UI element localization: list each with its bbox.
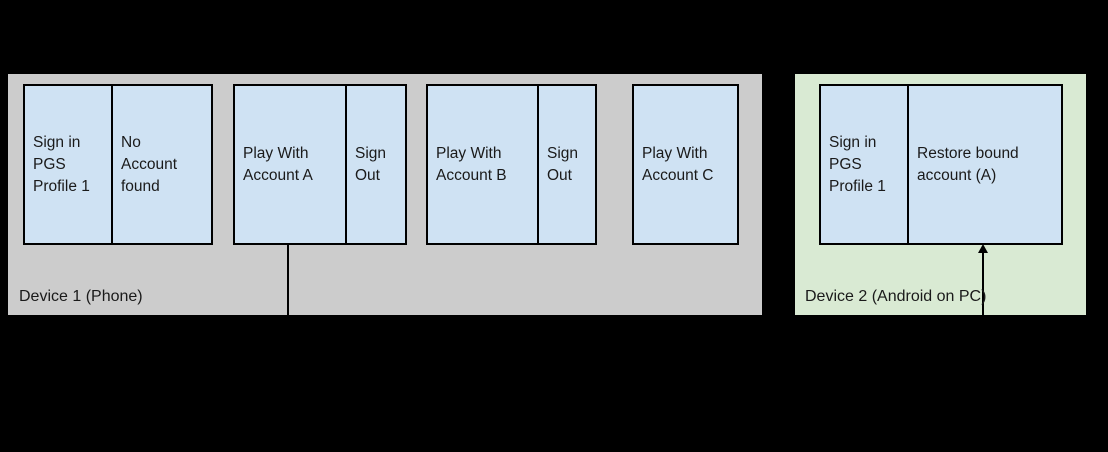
step-signin-no-account: Sign in PGS Profile 1 No Account found <box>23 84 213 245</box>
device1-container: Sign in PGS Profile 1 No Account found P… <box>8 74 762 315</box>
cell-play-with-account-c: Play With Account C <box>642 144 714 184</box>
cell-sign-out-b: Sign Out <box>537 86 595 243</box>
step-play-account-c: Play With Account C <box>632 84 739 245</box>
cell-sign-out-a: Sign Out <box>345 86 405 243</box>
device2-container: Sign in PGS Profile 1 Restore bound acco… <box>795 74 1086 315</box>
step-play-account-b: Play With Account B Sign Out <box>426 84 597 245</box>
connector-line-account-a <box>287 245 289 315</box>
device2-label: Device 2 (Android on PC) <box>805 288 987 305</box>
cell-sign-in-pgs-profile-1: Sign in PGS Profile 1 <box>33 133 90 195</box>
device1-label: Device 1 (Phone) <box>19 288 143 305</box>
arrow-up-icon <box>978 244 988 253</box>
cell-play-with-account-a: Play With Account A <box>243 144 313 184</box>
cell-sign-in-pgs-profile-1-device2: Sign in PGS Profile 1 <box>829 133 886 195</box>
cell-play-with-account-b: Play With Account B <box>436 144 507 184</box>
cell-no-account-found: No Account found <box>111 86 211 243</box>
step-restore-bound-account: Sign in PGS Profile 1 Restore bound acco… <box>819 84 1063 245</box>
cell-restore-bound-account: Restore bound account (A) <box>907 86 1061 243</box>
restore-connector-line <box>982 253 984 315</box>
step-play-account-a: Play With Account A Sign Out <box>233 84 407 245</box>
